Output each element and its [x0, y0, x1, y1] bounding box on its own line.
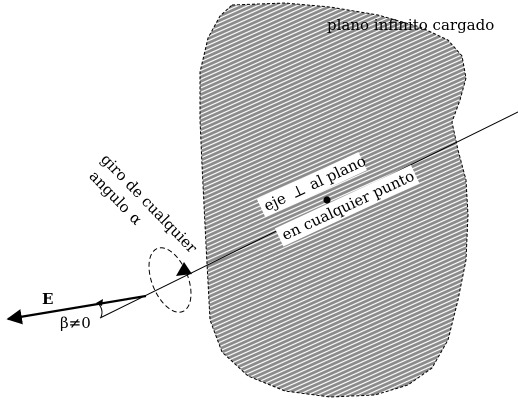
field-vector-arrow [6, 294, 147, 325]
beta-angle-label: β≠0 [60, 314, 91, 332]
axis-label-perp-symbol: ⊥ [288, 180, 308, 202]
rotation-arrow-icon [176, 262, 192, 276]
charged-plane-shape [199, 2, 469, 398]
beta-angle-arrow-icon [96, 299, 103, 306]
axis-label-bg-2 [274, 165, 420, 247]
axis-point [323, 196, 331, 204]
axis-label-bg-1 [256, 151, 367, 218]
rotation-label-alpha: α [126, 209, 146, 229]
plane-title-label: plano infinito cargado [327, 16, 494, 34]
field-vector-label: E [42, 290, 53, 308]
rotation-label-group: giro de cualquier angulo α [86, 150, 202, 257]
